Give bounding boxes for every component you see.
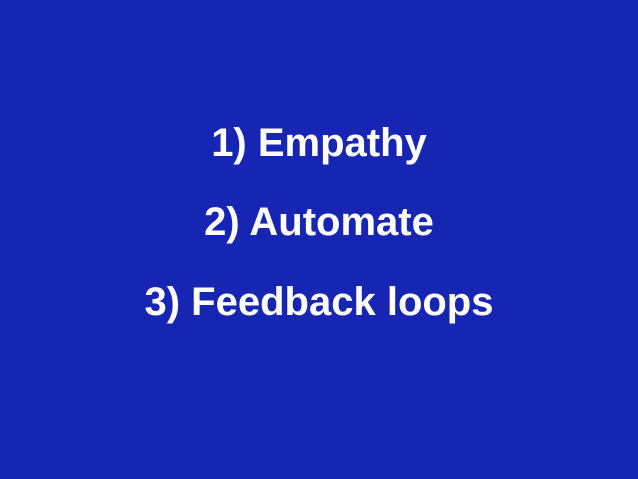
list-item-empathy: 1) Empathy xyxy=(211,121,427,165)
list-item-automate: 2) Automate xyxy=(204,200,434,244)
list-item-feedback-loops: 3) Feedback loops xyxy=(144,280,494,324)
